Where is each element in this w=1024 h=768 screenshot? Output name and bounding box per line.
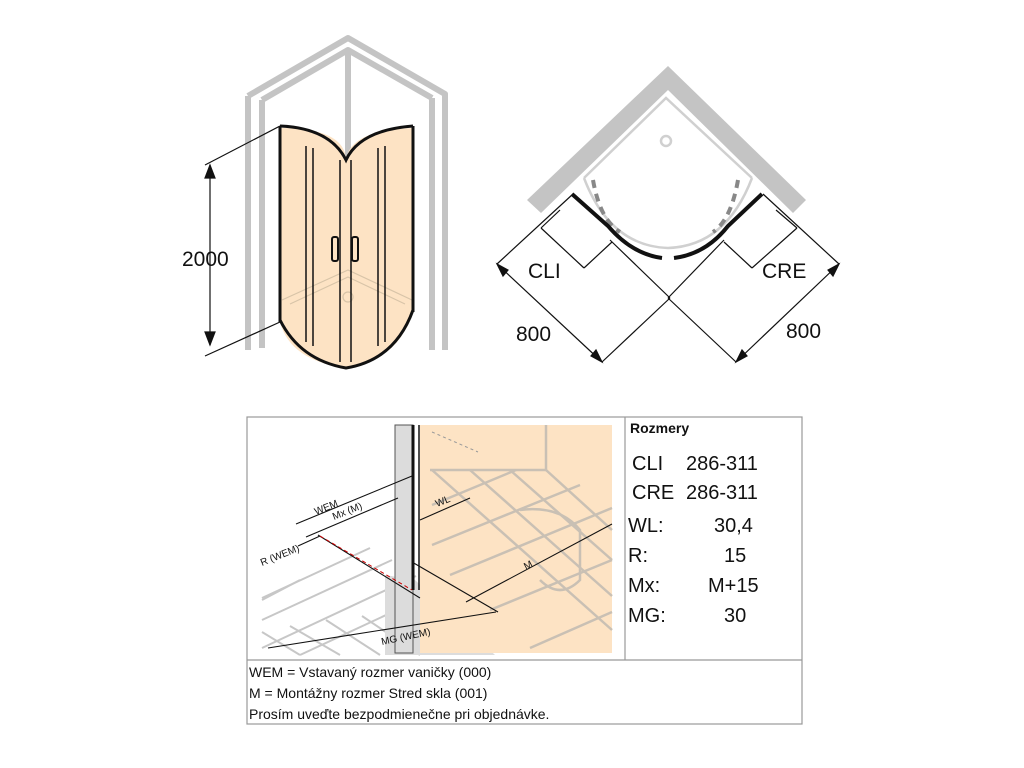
note-line: M = Montážny rozmer Stred skla (001) [249, 685, 488, 701]
glass-grid [430, 425, 613, 650]
wall-profile [394, 424, 414, 654]
detail-dimensions [267, 475, 613, 649]
spec-value: 286-311 [686, 453, 758, 475]
red-reference-line [319, 535, 413, 591]
door-swing [591, 179, 740, 234]
spec-value: M+15 [708, 575, 759, 597]
spec-key: CLI [632, 453, 664, 475]
height-dimension [204, 125, 281, 357]
spec-value: 286-311 [686, 482, 758, 504]
cli-label: CLI [528, 260, 561, 283]
wl-label: WL [434, 494, 452, 510]
spec-row-cli: CLI 286-311 [628, 453, 798, 481]
spec-row-r: R: 15 [628, 545, 798, 573]
spec-key: MG: [628, 605, 666, 627]
detail-panel: WEM Mx (M) R (WEM) WL M MG (WEM) [246, 416, 803, 725]
door-profiles [305, 146, 386, 362]
shower-glass [280, 128, 413, 368]
spec-row-wl: WL: 30,4 [628, 515, 798, 543]
elevation-view: 2000 [182, 35, 448, 370]
shower-frame [278, 124, 415, 370]
spec-key: Mx: [628, 575, 661, 597]
plan-walls [527, 66, 806, 213]
specs-title: Rozmery [630, 420, 690, 436]
spec-row-cre: CRE 286-311 [628, 482, 798, 510]
notes-block: WEM = Vstavaný rozmer vaničky (000) M = … [249, 662, 801, 725]
width-left-label: 800 [516, 323, 551, 346]
spec-value: 30,4 [714, 515, 753, 537]
spec-key: CRE [632, 482, 675, 504]
height-label: 2000 [182, 248, 229, 271]
note-line: WEM = Vstavaný rozmer vaničky (000) [249, 664, 492, 680]
spec-key: R: [628, 545, 648, 567]
corner-walls [245, 35, 448, 350]
plan-dimensions [495, 193, 841, 364]
spec-key: WL: [628, 515, 664, 537]
spec-row-mg: MG: 30 [628, 605, 798, 633]
spec-row-mx: Mx: M+15 [628, 575, 798, 603]
note-line: Prosím uveďte bezpodmienečne pri objedná… [249, 706, 550, 722]
cre-label: CRE [762, 260, 806, 283]
spec-value: 30 [724, 605, 747, 627]
plan-frame [570, 192, 764, 260]
door-handles [331, 236, 359, 262]
plan-view: CLI CRE 800 800 [495, 66, 841, 364]
spec-value: 15 [724, 545, 747, 567]
width-right-label: 800 [786, 320, 821, 343]
shower-tray [281, 269, 413, 305]
r-label: R (WEM) [259, 543, 301, 569]
